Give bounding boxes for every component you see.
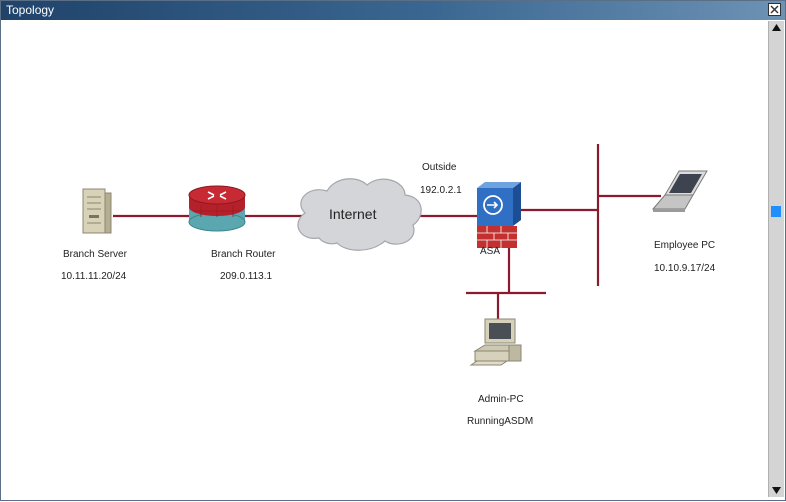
scroll-up-button[interactable] [769,21,784,34]
asa-outside-ip: 192.0.2.1 [420,185,462,196]
asa-outside-label: Outside [422,162,457,173]
internet-cloud-icon[interactable] [297,178,422,251]
network-links [113,144,661,321]
arrow-up-icon [772,24,781,31]
admin-pc-note: RunningASDM [467,416,534,427]
asa-label: ASA [480,246,501,257]
scroll-down-button[interactable] [769,484,784,497]
close-icon [770,5,779,14]
branch-router-label: Branch Router [211,249,276,260]
admin-pc-label: Admin-PC [478,394,524,405]
internet-label: Internet [329,206,377,222]
title-bar[interactable]: Topology [1,1,785,20]
employee-pc-ip: 10.10.9.17/24 [654,263,716,274]
window-title: Topology [6,3,55,17]
arrow-down-icon [772,487,781,494]
router-icon[interactable] [188,185,246,232]
vertical-scrollbar[interactable] [768,21,784,497]
close-button[interactable] [768,3,781,16]
asa-firewall-icon[interactable] [477,182,521,248]
desktop-pc-icon[interactable] [469,318,522,366]
branch-server-ip: 10.11.11.20/24 [61,271,127,282]
server-icon[interactable] [82,188,112,234]
laptop-icon[interactable] [651,170,708,212]
branch-router-ip: 209.0.113.1 [220,271,273,282]
branch-server-label: Branch Server [63,249,127,260]
scroll-thumb[interactable] [771,206,781,217]
topology-canvas: Branch Server 10.11.11.20/24 Branch Rout… [1,20,769,500]
employee-pc-label: Employee PC [654,240,716,251]
